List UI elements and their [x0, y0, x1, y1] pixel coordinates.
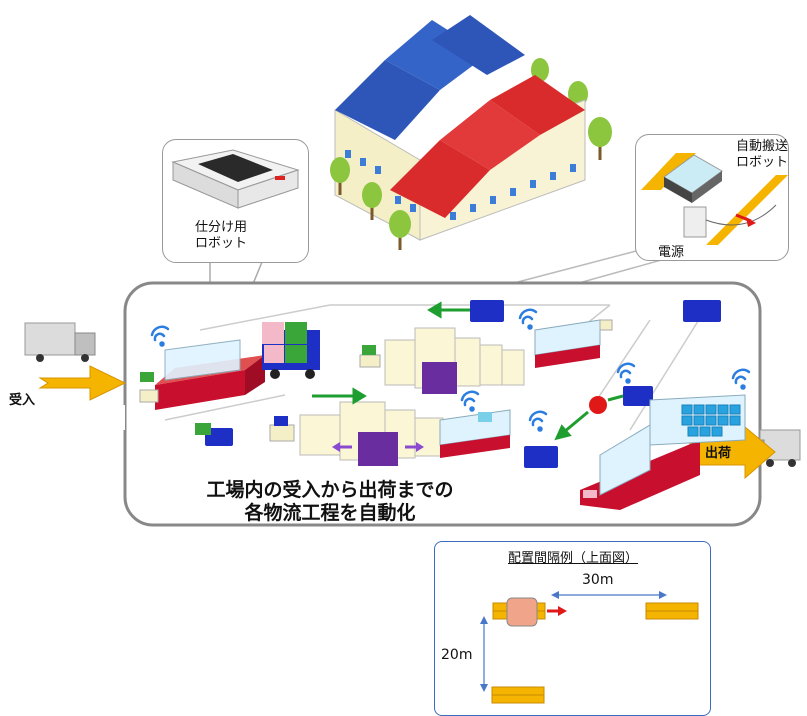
- power-label: 電源: [658, 245, 685, 260]
- agv-icon: [470, 300, 504, 322]
- sorting-station-right: [534, 319, 613, 368]
- transport-vehicle: [262, 322, 320, 379]
- agv-icon: [683, 300, 721, 322]
- outbound-label: 出荷: [705, 446, 732, 461]
- flow-arrow-icon: [312, 387, 367, 405]
- callout-agv: 自動搬送 ロボット 電源: [635, 134, 789, 261]
- sorting-robot-icon: [171, 149, 300, 209]
- wifi-icon: [150, 325, 170, 347]
- inbound-label: 受入: [9, 393, 36, 408]
- wifi-icon: [528, 410, 548, 432]
- agv-icon: [623, 386, 653, 406]
- tree-icon: [330, 157, 350, 195]
- callout-sorting-robot: 仕分け用 ロボット: [162, 139, 309, 263]
- layout-example-drawing: [480, 591, 699, 704]
- tree-icon: [588, 117, 612, 160]
- tree-icon: [389, 210, 411, 250]
- distance-vertical: 20m: [441, 647, 473, 663]
- shipping-station: [580, 394, 746, 510]
- tree-icon: [362, 182, 382, 220]
- sorting-robot-label: 仕分け用 ロボット: [195, 220, 248, 251]
- headline-line-1: 工場内の受入から出荷までの: [206, 479, 454, 501]
- factory-building: [330, 15, 612, 250]
- sorting-station-center: [439, 409, 511, 458]
- distance-horizontal: 30m: [582, 572, 614, 588]
- headline: 工場内の受入から出荷までの 各物流工程を自動化: [185, 479, 475, 525]
- flow-arrow-icon: [427, 301, 470, 319]
- layout-example-panel: 配置間隔例（上面図） 30m 20m: [434, 541, 711, 716]
- agv-label: 自動搬送 ロボット: [736, 139, 789, 170]
- layout-example-title: 配置間隔例（上面図）: [508, 551, 639, 566]
- flow-arrow-icon: [607, 394, 624, 402]
- wifi-icon: [616, 362, 636, 384]
- processing-line-lower: [269, 401, 444, 466]
- flow-arrow-icon: [554, 410, 589, 441]
- agv-icon: [524, 446, 558, 468]
- receiving-station: [139, 339, 265, 410]
- inbound-arrow-icon: [38, 365, 127, 401]
- wifi-icon: [460, 390, 480, 412]
- junction-marker: [589, 396, 607, 414]
- agv-icon: [205, 428, 233, 446]
- headline-line-2: 各物流工程を自動化: [244, 502, 416, 524]
- inbound-truck-icon: [24, 322, 96, 362]
- wifi-icon: [731, 368, 751, 390]
- agv-charging-icon: [641, 153, 788, 245]
- wifi-icon: [518, 308, 538, 330]
- processing-line-upper: [359, 327, 525, 394]
